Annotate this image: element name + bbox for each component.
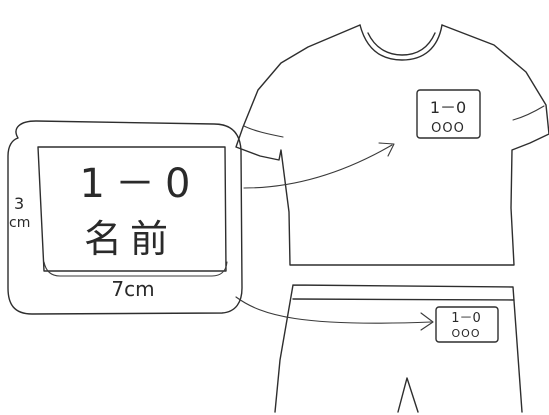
arrow-to-shorts (235, 296, 434, 331)
width-dimension-bracket (43, 261, 228, 277)
shirt-outline (235, 24, 549, 266)
height-dimension-value: 3 (14, 194, 24, 213)
shorts-name-tag: 1－0 OOO (435, 306, 499, 343)
shorts-waistband (292, 298, 515, 301)
arrow-to-shirt-line (243, 144, 393, 189)
arrow-to-shirt-head (378, 142, 395, 157)
tag-name-text: 名前 (84, 217, 176, 261)
height-dimension-unit: cm (9, 215, 30, 231)
shorts-outline (274, 284, 523, 413)
arrow-to-shorts-line (235, 296, 432, 324)
tag-rectangle (37, 146, 227, 272)
width-dimension-label: 7cm (111, 277, 154, 301)
tag-detail: 1－0 名前 3 cm 7cm (7, 120, 243, 315)
arrow-to-shirt (243, 142, 395, 189)
shorts-tag-dots: OOO (452, 327, 481, 340)
shirt-name-tag: 1－0 OOO (416, 89, 481, 139)
shorts-tag-border (435, 306, 499, 343)
shirt-right-cuff (512, 105, 545, 121)
t-shirt-drawing (235, 24, 549, 266)
arrow-to-shorts-head (420, 312, 434, 331)
shorts-tag-number: 1－0 (451, 311, 481, 326)
tag-number-text: 1－0 (80, 161, 201, 207)
shirt-tag-number: 1－0 (430, 98, 466, 117)
shorts-drawing (274, 284, 523, 413)
shirt-collar-inner (367, 32, 436, 56)
shirt-tag-border (416, 89, 481, 139)
detail-frame (7, 120, 243, 315)
shirt-collar (359, 24, 443, 61)
shirt-tag-dots: OOO (431, 121, 465, 136)
shirt-left-cuff (243, 125, 284, 138)
